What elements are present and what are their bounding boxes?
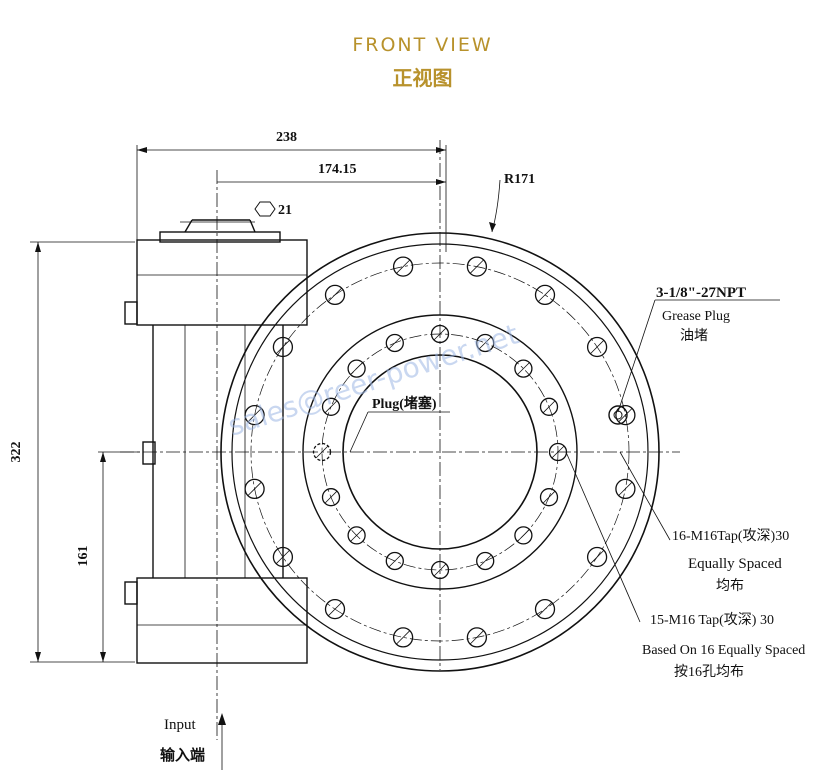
inner-tap-hole: [548, 442, 568, 462]
outer-bolt-hole: [615, 404, 636, 426]
inner-tap-hole-mark: [433, 563, 447, 577]
inner-tap-hole: [514, 359, 533, 378]
inner-tap-hole: [430, 560, 450, 580]
grease-plug-label-cn: 油堵: [680, 328, 708, 344]
inner-tap-hole-mark: [350, 362, 363, 375]
inner-tap-hole-mark: [551, 445, 565, 459]
dim-174-15: 174.15: [318, 162, 357, 177]
outer-bolt-hole-mark: [618, 481, 633, 496]
dimension-lines: [30, 145, 501, 663]
inner-tap-hole: [430, 324, 450, 344]
outer-bolt-hole-mark: [328, 602, 342, 617]
outer-bolt-hole-mark: [275, 550, 290, 564]
dim-hex-21: 21: [278, 203, 292, 218]
inner-tap-hole: [347, 359, 366, 378]
outer-bolt-hole-mark: [618, 408, 633, 423]
tap15-spacing-cn: 按16孔均布: [674, 664, 744, 680]
outer-bolt-hole: [586, 546, 608, 568]
outer-bolt-hole-mark: [590, 340, 605, 354]
inner-tap-hole: [539, 488, 559, 507]
inner-tap-hole-mark: [433, 327, 447, 341]
tap16-spacing: Equally Spaced: [688, 556, 782, 572]
outer-bolt-hole-mark: [328, 287, 342, 302]
dim-161: 161: [76, 546, 91, 567]
grease-plug-icon: [608, 405, 628, 425]
outer-bolt-hole: [324, 598, 346, 620]
inner-tap-hole: [539, 397, 559, 416]
hex-nut-icon: [254, 201, 276, 217]
outer-bolt-hole-mark: [247, 408, 262, 423]
leader-lines: [221, 299, 780, 770]
outer-bolt-hole: [392, 256, 414, 277]
outer-bolt-hole-mark: [469, 259, 484, 274]
input-arrow: [218, 713, 226, 725]
input-label-cn: 输入端: [160, 746, 205, 764]
outer-bolt-hole-mark: [275, 340, 290, 354]
inner-tap-hole-mark: [478, 554, 492, 568]
dim-radius: R171: [504, 172, 535, 187]
outer-bolt-hole: [466, 627, 488, 648]
inner-tap-hole-mark: [478, 336, 492, 350]
inner-tap-hole-mark: [324, 490, 338, 504]
outer-bolt-hole: [392, 627, 414, 648]
outer-bolt-hole-mark: [396, 259, 411, 274]
inner-tap-hole: [347, 526, 366, 545]
outer-bolt-hole: [466, 256, 488, 277]
inner-tap-hole-mark: [388, 336, 402, 350]
tap15-spacing: Based On 16 Equally Spaced: [642, 643, 805, 658]
inner-tap-hole: [321, 488, 341, 507]
worm-housing: [124, 219, 308, 664]
dim-322: 322: [9, 442, 24, 463]
watermark: sales@reer-power.net: [224, 318, 523, 443]
outer-bolt-hole-mark: [247, 481, 262, 496]
outer-bolt-hole-mark: [538, 287, 552, 302]
outer-bolt-hole: [586, 336, 608, 358]
tap16-spacing-cn: 均布: [716, 578, 744, 594]
dim-238: 238: [276, 130, 297, 145]
outer-bolt-hole: [272, 546, 294, 568]
outer-bolt-hole: [244, 404, 265, 426]
outer-bolt-hole: [244, 478, 265, 500]
dimension-arrows: [35, 147, 496, 662]
inner-tap-hole: [514, 526, 533, 545]
tap15-spec: 15-M16 Tap(攻深) 30: [650, 612, 774, 628]
outer-bolt-hole: [615, 478, 636, 500]
outer-bolt-hole-mark: [590, 550, 605, 564]
inner-tap-hole-mark: [542, 400, 556, 414]
center-lines: [120, 140, 680, 740]
inner-tap-hole-mark: [388, 554, 402, 568]
outer-bolt-hole: [272, 336, 294, 358]
inner-tap-hole: [321, 397, 341, 416]
view-title: FRONT VIEW: [352, 34, 493, 56]
outer-bolt-hole-mark: [396, 630, 411, 645]
inner-tap-hole-mark: [517, 529, 530, 542]
outer-bolt-hole: [534, 598, 556, 620]
inner-tap-hole-mark: [350, 529, 363, 542]
outer-bolt-hole: [534, 284, 556, 306]
inner-tap-hole-mark: [542, 490, 556, 504]
grease-plug-size: 3-1/8"-27NPT: [656, 285, 746, 301]
inner-tap-hole-mark: [315, 445, 329, 459]
view-title-chinese: 正视图: [392, 66, 453, 90]
inner-tap-hole: [476, 333, 495, 353]
inner-tap-hole-mark: [324, 400, 338, 414]
bolt-holes: [244, 256, 636, 648]
inner-tap-hole: [476, 551, 495, 571]
outer-bolt-hole: [324, 284, 346, 306]
inner-tap-hole: [385, 551, 404, 571]
tap16-spec: 16-M16Tap(攻深)30: [672, 528, 789, 544]
input-label: Input: [164, 717, 196, 733]
inner-tap-hole-mark: [517, 362, 530, 375]
grease-plug-label: Grease Plug: [662, 309, 730, 324]
plug-label: Plug(堵塞): [372, 395, 437, 412]
inner-tap-hole: [385, 333, 404, 353]
outer-bolt-hole-mark: [538, 602, 552, 617]
outer-bolt-hole-mark: [469, 630, 484, 645]
inner-tap-hole: [312, 442, 332, 462]
